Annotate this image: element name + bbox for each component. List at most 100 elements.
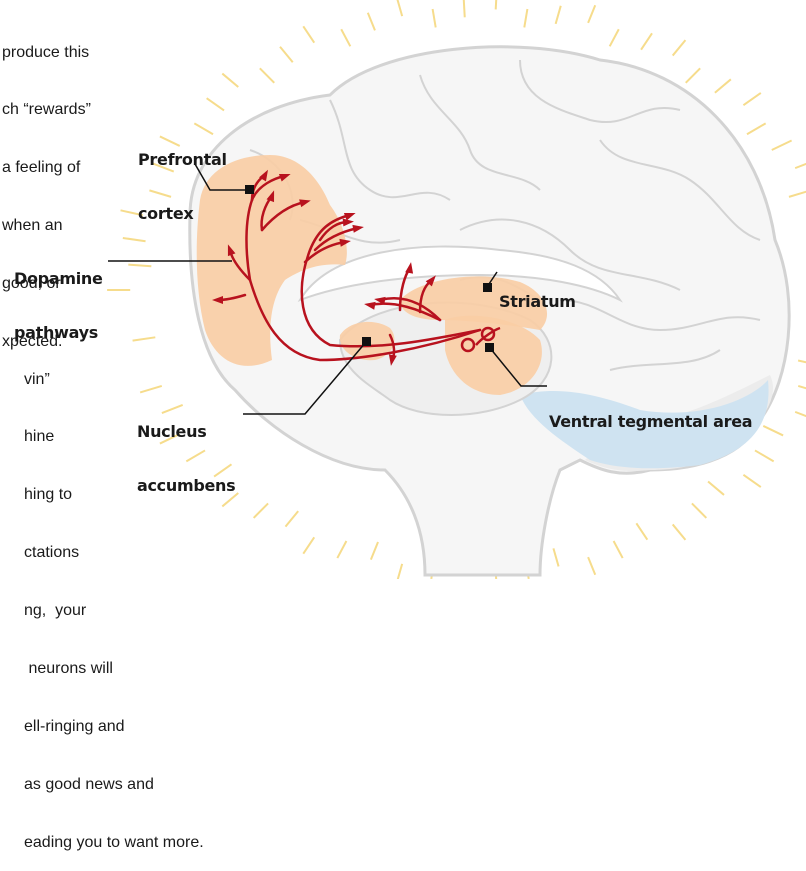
glow-ray [369,541,379,561]
label-striatum: Striatum [499,257,576,329]
glow-ray [771,139,793,151]
body-line: as good news and [24,775,154,793]
arrowhead [374,296,386,305]
intro-line: ch “rewards” [2,101,91,119]
intro-line: good, or [2,275,61,293]
vta-region [445,315,542,395]
glow-ray [612,540,624,559]
glow-ray [396,563,404,579]
glow-ray [132,336,156,342]
leader-markers [245,185,494,352]
intro-text: produce this ch “rewards” a feeling of w… [2,4,91,371]
glow-ray [149,189,172,198]
label-line: cortex [138,204,194,223]
label-line: pathways [14,323,98,342]
body-line: ell-ringing and [24,717,125,735]
glow-ray [707,480,725,496]
glow-ray [128,263,152,268]
glow-ray [139,384,163,394]
label-prefrontal-cortex: Prefrontal cortex [138,115,227,241]
arrowhead [352,224,364,233]
glow-ray [788,190,806,198]
label-line: Striatum [499,292,576,311]
glow-ray [396,0,404,17]
glow-ray [302,536,316,555]
glow-ray [120,209,144,217]
pathway-arrowheads [212,169,436,366]
arrowhead [212,296,223,304]
label-line: Prefrontal [138,150,227,169]
arrowhead [266,190,275,203]
leader-lines [108,163,547,415]
arrowhead [342,218,354,227]
label-ventral-tegmental-area: Ventral tegmental area [549,377,753,449]
glow-ray [259,67,275,84]
brain-diagram [107,0,806,579]
glow-ray [714,78,732,94]
glow-ray [671,39,687,57]
glow-ray [366,12,376,31]
label-line: Nucleus [137,422,207,441]
label-dopamine-pathways: Dopamine pathways [14,234,103,360]
glow-ray [462,0,466,18]
glow-ray [794,162,806,170]
body-line: hing to [24,486,73,504]
glow-ray [252,502,269,519]
glow-ray [206,97,225,112]
arrowhead [388,354,397,366]
arrowhead [364,301,376,310]
glow-ray [742,92,762,107]
intro-line: when an [2,217,63,235]
body-line: neurons will [24,660,113,678]
intro-line: produce this [2,43,90,61]
arrowhead [343,212,356,221]
glow-ray [762,425,784,437]
intro-line: a feeling of [2,159,81,177]
arrowhead [339,238,351,247]
glow-ray [302,25,316,44]
arrowhead [425,275,436,287]
ventricle-shading [520,380,769,469]
glow-ray [221,492,239,508]
glow-ray [635,522,649,541]
glow-ray [431,8,437,28]
glow-ray [159,135,181,147]
glow-ray [213,463,233,478]
glow-ray [671,523,687,541]
glow-ray [193,122,214,136]
glow-ray [159,433,181,445]
glow-ray [742,473,762,488]
glow-ray [523,8,529,28]
arrowhead [299,199,311,208]
intro-line: xpected. [2,333,63,351]
glow-ray [122,236,146,243]
glow-ray [608,28,620,47]
vta-loops [460,326,501,353]
glow-ray [587,556,597,576]
label-line: Ventral tegmental area [549,412,753,431]
glow-ray [494,0,498,10]
glow-ray [554,5,562,25]
body-line: ctations [24,544,80,562]
prefrontal-cortex-region [196,155,347,366]
label-line: Dopamine [14,269,103,288]
arrowhead [405,262,414,274]
glow-ray [797,384,806,390]
corpus-callosum [297,245,623,303]
glow-ray [221,72,239,88]
glow-ray [152,162,175,173]
body-line: vin” [24,370,50,388]
glow-ray [640,32,653,51]
glow-ray [691,502,708,519]
glow-ray [336,540,348,559]
label-line: accumbens [137,476,236,495]
glow-ray [185,449,206,463]
glow-ray [340,28,352,47]
body-line: ng, your [24,602,87,620]
arrowhead [227,244,236,257]
label-nucleus-accumbens: Nucleus accumbens [137,387,236,513]
body-line: eading you to want more. [24,833,204,851]
glow-ray [685,67,701,84]
glow-ray [794,410,806,418]
glow-ray [161,404,184,414]
